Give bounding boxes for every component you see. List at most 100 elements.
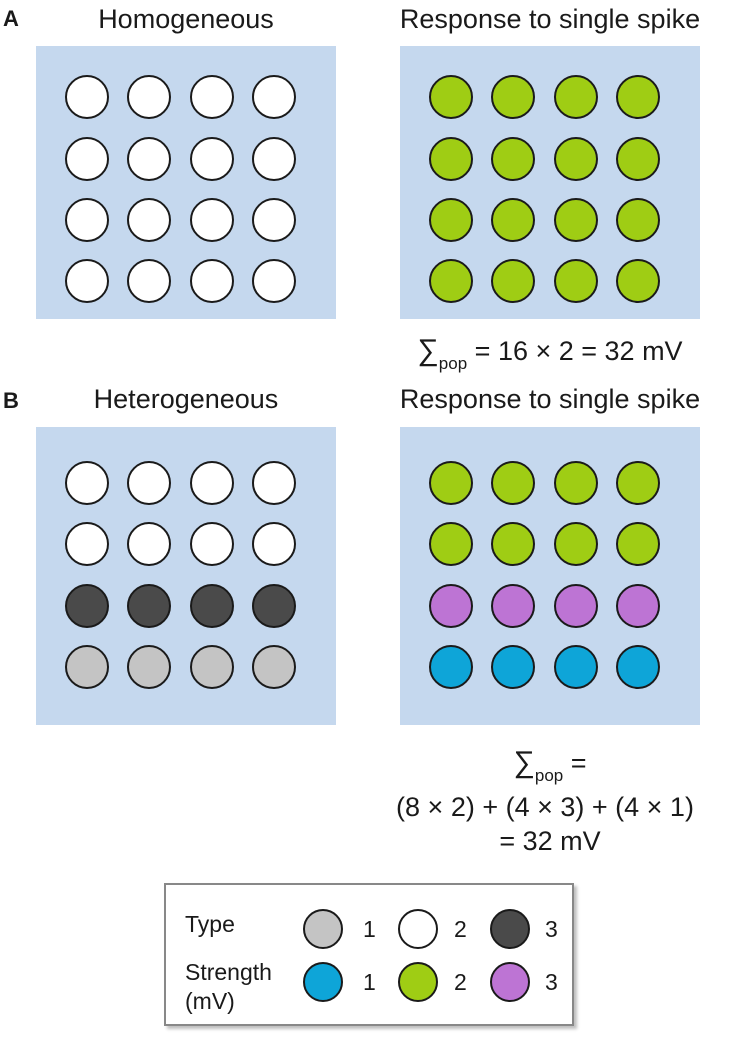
legend-type-label: Type bbox=[185, 911, 235, 937]
neuron-circle-green bbox=[429, 137, 473, 181]
neuron-circle-green bbox=[554, 137, 598, 181]
neuron-circle-green bbox=[429, 198, 473, 242]
neuron-circle-blue bbox=[491, 645, 535, 689]
neuron-circle-dark bbox=[252, 584, 296, 628]
neuron-circle-green bbox=[554, 259, 598, 303]
panel-b-formula-line2: (8 × 2) + (4 × 3) + (4 × 1) bbox=[396, 792, 694, 822]
panel-a-left-grid bbox=[36, 46, 336, 319]
panel-a-right-title: Response to single spike bbox=[399, 4, 701, 34]
panel-a-formula: ∑pop = 16 × 2 = 32 mV bbox=[362, 334, 738, 373]
neuron-circle-green bbox=[429, 259, 473, 303]
neuron-circle-green bbox=[554, 75, 598, 119]
legend-strength-unit: (mV) bbox=[185, 988, 235, 1014]
neuron-circle-gray bbox=[190, 645, 234, 689]
formula-subscript: pop bbox=[438, 354, 468, 373]
neuron-circle-white bbox=[65, 461, 109, 505]
neuron-circle-white bbox=[65, 198, 109, 242]
neuron-circle-white bbox=[65, 522, 109, 566]
legend-type-3-swatch bbox=[490, 909, 530, 949]
neuron-circle-white bbox=[65, 259, 109, 303]
neuron-circle-white bbox=[252, 259, 296, 303]
panel-b-letter: B bbox=[3, 388, 19, 413]
neuron-circle-white bbox=[127, 522, 171, 566]
neuron-circle-purple bbox=[491, 584, 535, 628]
legend-strength-label: Strength bbox=[185, 959, 272, 985]
neuron-circle-green bbox=[554, 522, 598, 566]
neuron-circle-blue bbox=[429, 645, 473, 689]
panel-b-left-grid bbox=[36, 427, 336, 725]
legend-box: Type 1 2 3 Strength (mV) 1 2 3 bbox=[164, 883, 574, 1026]
neuron-circle-white bbox=[127, 461, 171, 505]
neuron-circle-blue bbox=[554, 645, 598, 689]
neuron-circle-dark bbox=[190, 584, 234, 628]
neuron-circle-white bbox=[252, 461, 296, 505]
neuron-circle-white bbox=[127, 198, 171, 242]
neuron-circle-gray bbox=[65, 645, 109, 689]
neuron-circle-white bbox=[252, 522, 296, 566]
neuron-circle-white bbox=[252, 137, 296, 181]
sigma-symbol: ∑ bbox=[417, 334, 439, 367]
neuron-circle-purple bbox=[429, 584, 473, 628]
neuron-circle-green bbox=[429, 522, 473, 566]
neuron-circle-green bbox=[429, 75, 473, 119]
legend-type-2-label: 2 bbox=[454, 916, 467, 942]
neuron-circle-white bbox=[252, 75, 296, 119]
neuron-circle-white bbox=[190, 522, 234, 566]
neuron-circle-white bbox=[65, 75, 109, 119]
neuron-circle-green bbox=[616, 522, 660, 566]
neuron-circle-green bbox=[554, 461, 598, 505]
neuron-circle-green bbox=[616, 259, 660, 303]
neuron-circle-green bbox=[491, 522, 535, 566]
neuron-circle-white bbox=[190, 198, 234, 242]
panel-a-letter: A bbox=[3, 6, 19, 31]
sigma-symbol: ∑ bbox=[513, 746, 535, 779]
neuron-circle-dark bbox=[65, 584, 109, 628]
neuron-circle-purple bbox=[554, 584, 598, 628]
neuron-circle-white bbox=[65, 137, 109, 181]
neuron-circle-green bbox=[429, 461, 473, 505]
legend-strength-2-swatch bbox=[398, 962, 438, 1002]
legend-strength-2-label: 2 bbox=[454, 969, 467, 995]
panel-b-right-grid bbox=[400, 427, 700, 725]
legend-type-3-label: 3 bbox=[545, 916, 558, 942]
neuron-circle-green bbox=[491, 198, 535, 242]
neuron-circle-purple bbox=[616, 584, 660, 628]
neuron-circle-green bbox=[491, 259, 535, 303]
legend-strength-3-label: 3 bbox=[545, 969, 558, 995]
legend-type-1-swatch bbox=[303, 909, 343, 949]
neuron-circle-green bbox=[491, 461, 535, 505]
neuron-circle-white bbox=[252, 198, 296, 242]
neuron-circle-white bbox=[190, 461, 234, 505]
panel-a-left-title: Homogeneous bbox=[98, 4, 274, 34]
panel-b-formula-line1: ∑pop = bbox=[362, 746, 738, 785]
panel-b-formula-line3: = 32 mV bbox=[499, 826, 601, 856]
legend-strength-1-swatch bbox=[303, 962, 343, 1002]
neuron-circle-white bbox=[127, 75, 171, 119]
neuron-circle-green bbox=[554, 198, 598, 242]
formula-subscript: pop bbox=[534, 766, 564, 785]
neuron-circle-white bbox=[127, 259, 171, 303]
panel-a-right-grid bbox=[400, 46, 700, 319]
formula-equals: = bbox=[563, 748, 587, 778]
neuron-circle-green bbox=[616, 198, 660, 242]
panel-b-left-title: Heterogeneous bbox=[93, 384, 279, 414]
neuron-circle-green bbox=[491, 137, 535, 181]
neuron-circle-dark bbox=[127, 584, 171, 628]
neuron-circle-gray bbox=[127, 645, 171, 689]
formula-result: = 16 × 2 = 32 mV bbox=[467, 336, 683, 366]
legend-strength-1-label: 1 bbox=[363, 969, 376, 995]
neuron-circle-green bbox=[491, 75, 535, 119]
neuron-circle-white bbox=[190, 259, 234, 303]
neuron-circle-white bbox=[127, 137, 171, 181]
panel-b-right-title: Response to single spike bbox=[399, 384, 701, 414]
neuron-circle-white bbox=[190, 75, 234, 119]
neuron-circle-green bbox=[616, 461, 660, 505]
legend-strength-3-swatch bbox=[490, 962, 530, 1002]
neuron-circle-gray bbox=[252, 645, 296, 689]
neuron-circle-green bbox=[616, 75, 660, 119]
legend-type-2-swatch bbox=[398, 909, 438, 949]
neuron-circle-green bbox=[616, 137, 660, 181]
neuron-circle-blue bbox=[616, 645, 660, 689]
neuron-circle-white bbox=[190, 137, 234, 181]
legend-type-1-label: 1 bbox=[363, 916, 376, 942]
